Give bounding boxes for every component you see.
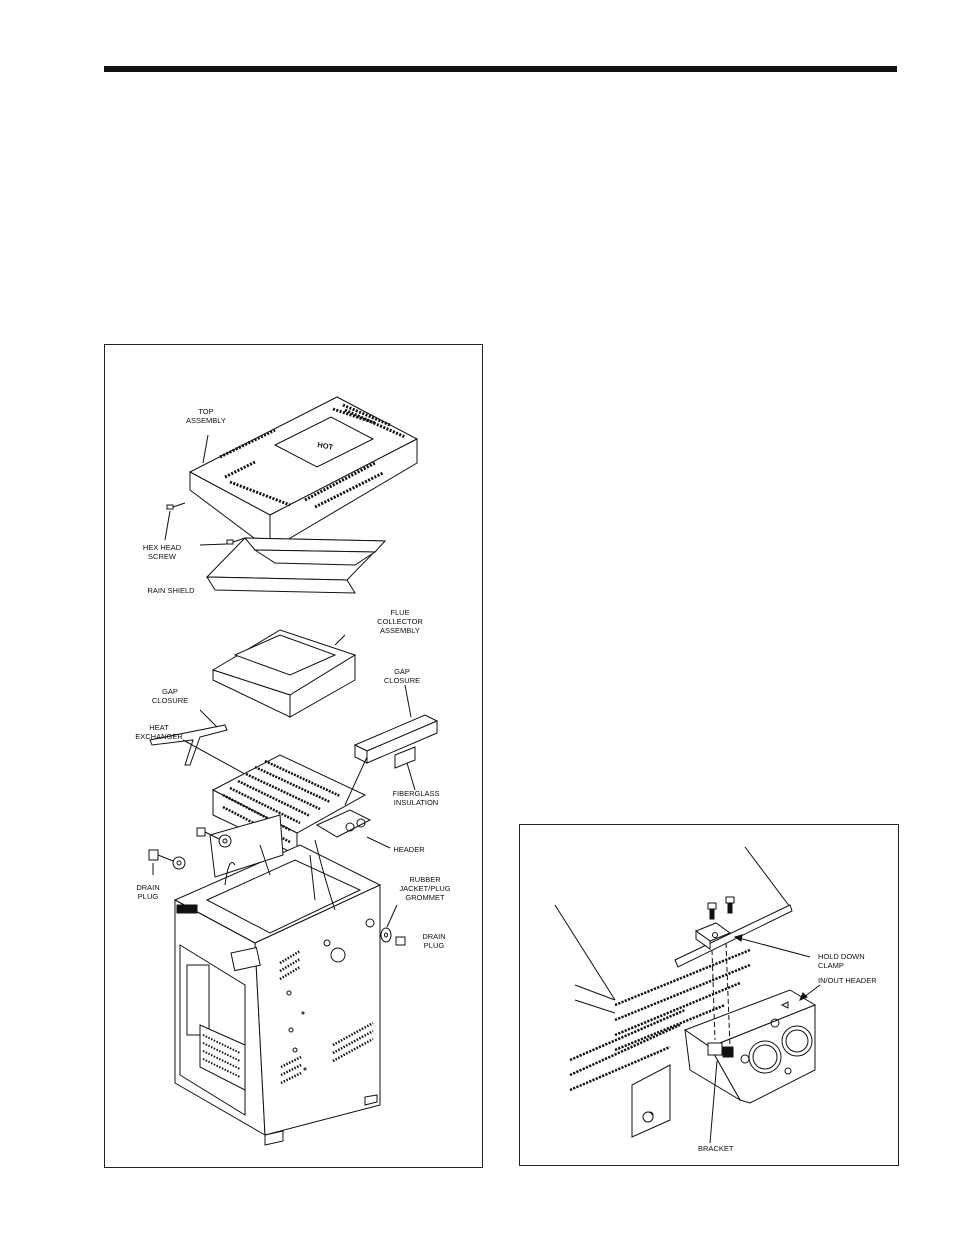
figure-label-line: CLAMP <box>818 961 844 970</box>
rain-shield <box>205 537 387 594</box>
label-rubber-grommet: RUBBER <box>409 875 441 884</box>
figure-label-line: EXCHANGER <box>135 732 183 741</box>
label-drain-plug-right: DRAIN <box>422 932 445 941</box>
top-assembly <box>188 396 419 551</box>
figure-label-line: INSULATION <box>394 798 438 807</box>
figure-label-line: JACKET/PLUG <box>399 884 450 893</box>
label-hex-head-screw: HEX HEAD <box>143 543 182 552</box>
figure-label-line: SCREW <box>148 552 177 561</box>
drain-plug-right <box>380 904 406 946</box>
figure-label-line: CLOSURE <box>384 676 420 685</box>
top-rule <box>104 66 897 72</box>
header-detail-drawing: HOLD DOWN CLAMP IN/OUT HEADER BRACKET <box>554 846 877 1153</box>
label-hold-down-clamp: HOLD DOWN <box>818 952 865 961</box>
gap-closure-right <box>353 714 439 769</box>
header-detail-figure: HOLD DOWN CLAMP IN/OUT HEADER BRACKET <box>519 824 899 1166</box>
label-in-out-header: IN/OUT HEADER <box>818 976 877 985</box>
figure-label-line: COLLECTOR <box>377 617 423 626</box>
label-header: HEADER <box>393 845 425 854</box>
hot-mark: HOT <box>317 440 335 452</box>
figure-label-line: ASSEMBLY <box>380 626 420 635</box>
flue-collector <box>211 629 357 718</box>
label-fiberglass-insulation: FIBERGLASS <box>392 789 439 798</box>
hex-head-screws <box>164 502 246 546</box>
label-bracket: BRACKET <box>698 1144 734 1153</box>
drain-plug-left <box>148 827 375 963</box>
label-top-assembly: TOP <box>198 407 213 416</box>
figure-label-line: PLUG <box>138 892 159 901</box>
label-heat-exchanger: HEAT <box>149 723 169 732</box>
label-gap-closure-right: GAP <box>394 667 410 676</box>
label-rain-shield: RAIN SHIELD <box>147 586 195 595</box>
figure-label-line: CLOSURE <box>152 696 188 705</box>
exploded-view-figure: HOT <box>104 344 483 1168</box>
figure-label-line: ASSEMBLY <box>186 416 226 425</box>
cabinet <box>173 814 382 1146</box>
label-drain-plug-left: DRAIN <box>136 883 159 892</box>
label-gap-closure-left: GAP <box>162 687 178 696</box>
label-flue-collector: FLUE <box>390 608 409 617</box>
gap-closure-left <box>149 724 228 766</box>
figure-label-line: PLUG <box>424 941 445 950</box>
figure-label-line: GROMMET <box>405 893 445 902</box>
exploded-view-drawing: HOT <box>135 396 451 1146</box>
